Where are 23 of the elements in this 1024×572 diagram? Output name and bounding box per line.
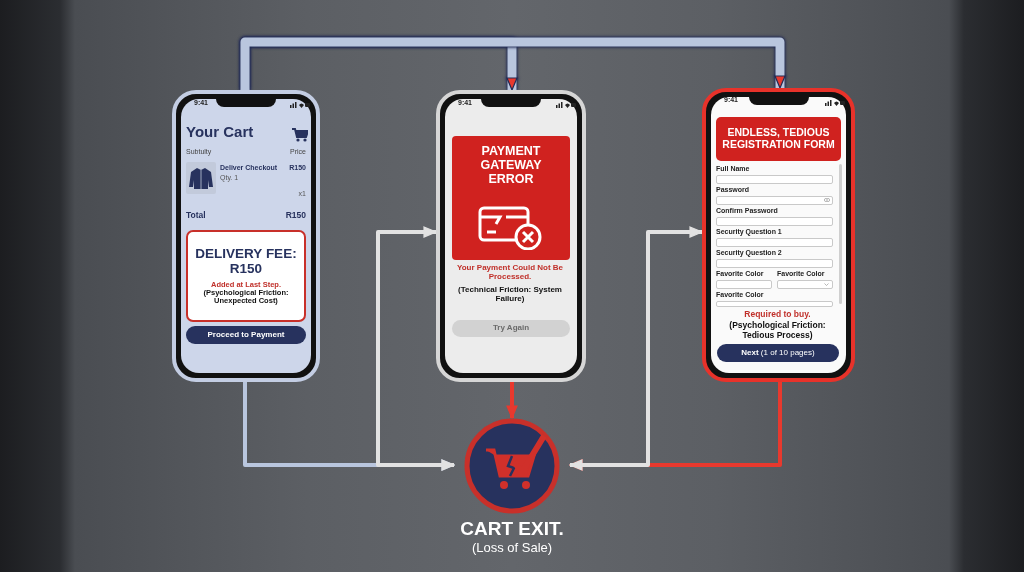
phone-mockup <box>436 90 586 382</box>
error-message: Your Payment Could Not Be Processed. <box>455 264 565 282</box>
proceed-button: Proceed to Payment <box>186 326 306 344</box>
friction-note: (Technical Friction: System Failure) <box>457 286 563 304</box>
phone-mockup <box>172 90 320 382</box>
next-button: Next (1 of 10 pages) <box>717 344 839 362</box>
connector-arrow <box>506 382 518 419</box>
retry-button: Try Again <box>452 320 570 337</box>
phone-mockup <box>702 88 855 382</box>
screen-heading: Your Cart <box>186 124 254 141</box>
connector-arrow <box>376 226 455 471</box>
total-amount: R150 <box>285 211 306 221</box>
exit-heading: CART EXIT. <box>459 518 565 540</box>
exit-subheading: (Loss of Sale) <box>470 541 554 556</box>
error-banner: PAYMENT GATEWAY ERROR <box>452 136 570 260</box>
requirement-note: Required to buy. <box>743 310 812 320</box>
connector-arrow <box>240 37 786 90</box>
form-header: ENDLESS, TEDIOUS REGISTRATION FORM <box>716 117 841 161</box>
total-label: Total <box>186 211 206 221</box>
friction-note: (Psychological Friction: Tedious Process) <box>728 321 827 341</box>
connector-arrow <box>569 226 703 471</box>
alert-box <box>186 230 306 322</box>
alert-heading: DELIVERY FEE: R150 <box>194 246 298 277</box>
